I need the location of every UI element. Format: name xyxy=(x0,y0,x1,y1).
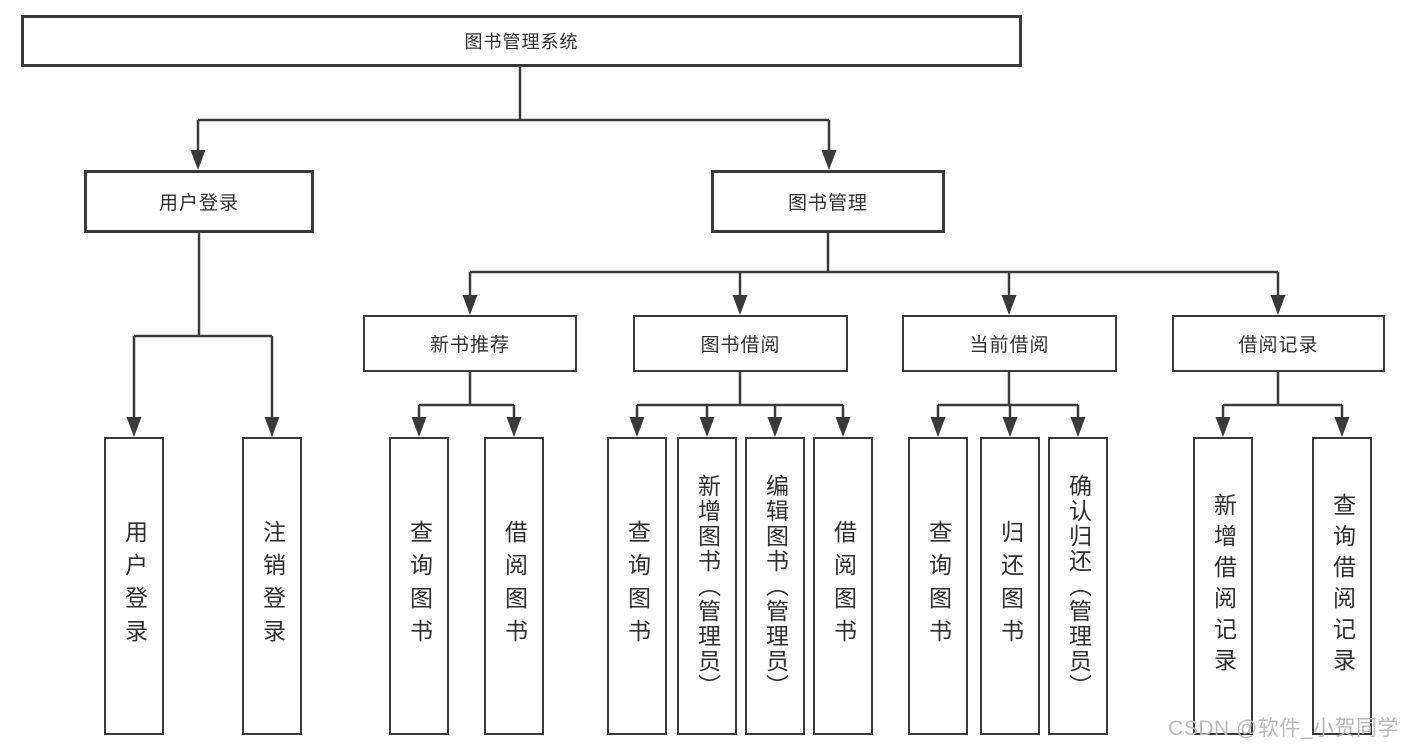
node-label: 新增借阅记录 xyxy=(1210,493,1237,679)
leaf-borrow-books: 借阅图书 xyxy=(813,437,873,735)
node-current-borrow: 当前借阅 xyxy=(902,315,1117,372)
node-label: 图书管理系统 xyxy=(464,32,579,52)
leaf-confirm-return-admin: 确认归还（管理员） xyxy=(1048,437,1108,735)
node-label: 查询图书 xyxy=(406,520,433,652)
leaf-query-books-recommend: 查询图书 xyxy=(389,437,449,735)
node-label: 编辑图书（管理员） xyxy=(762,473,789,699)
node-label: 用户登录 xyxy=(121,520,148,652)
node-label: 当前借阅 xyxy=(969,335,1050,356)
node-book-borrow: 图书借阅 xyxy=(633,315,848,372)
node-label: 借阅图书 xyxy=(830,520,857,652)
node-label: 查询图书 xyxy=(925,520,952,652)
leaf-add-borrow-record: 新增借阅记录 xyxy=(1193,437,1253,735)
node-borrow-records: 借阅记录 xyxy=(1172,315,1385,372)
leaf-return-books: 归还图书 xyxy=(980,437,1040,735)
leaf-query-borrow-record: 查询借阅记录 xyxy=(1312,437,1372,735)
node-new-book-recommend: 新书推荐 xyxy=(363,315,577,372)
leaf-logout: 注销登录 xyxy=(242,437,302,735)
leaf-borrow-books-recommend: 借阅图书 xyxy=(484,437,544,735)
node-user-login: 用户登录 xyxy=(84,170,314,233)
leaf-user-login: 用户登录 xyxy=(104,437,164,735)
node-root-library-system: 图书管理系统 xyxy=(21,15,1022,67)
node-label: 借阅图书 xyxy=(501,520,528,652)
node-label: 图书借阅 xyxy=(700,335,781,356)
node-label: 归还图书 xyxy=(997,520,1024,652)
node-label: 借阅记录 xyxy=(1238,335,1319,356)
node-label: 查询图书 xyxy=(624,520,651,652)
node-book-management: 图书管理 xyxy=(711,170,945,233)
leaf-add-books-admin: 新增图书（管理员） xyxy=(677,437,737,735)
node-label: 注销登录 xyxy=(259,520,286,652)
node-label: 查询借阅记录 xyxy=(1329,493,1356,679)
node-label: 确认归还（管理员） xyxy=(1065,473,1092,699)
leaf-edit-books-admin: 编辑图书（管理员） xyxy=(745,437,805,735)
node-label: 新增图书（管理员） xyxy=(694,473,721,699)
node-label: 图书管理 xyxy=(787,193,868,214)
leaf-query-books-current: 查询图书 xyxy=(908,437,968,735)
node-label: 新书推荐 xyxy=(429,335,510,356)
leaf-query-books-borrow: 查询图书 xyxy=(607,437,667,735)
node-label: 用户登录 xyxy=(158,193,239,214)
